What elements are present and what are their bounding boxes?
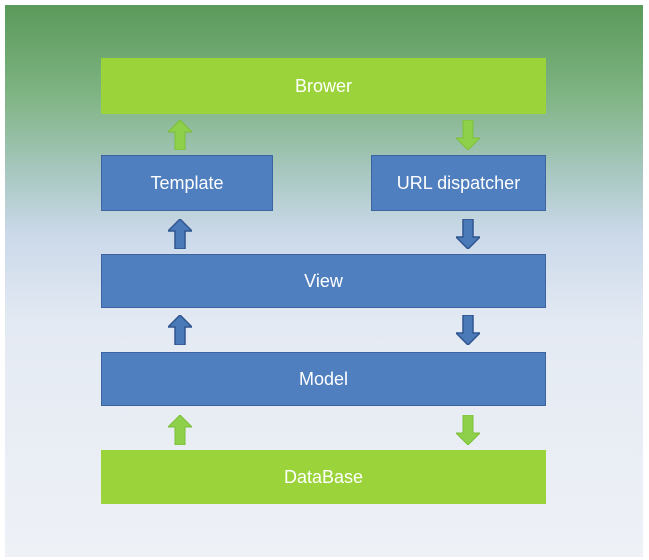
url-dispatcher-box: URL dispatcher	[371, 155, 546, 211]
diagram-canvas: Brower Template URL dispatcher View Mode…	[5, 5, 643, 557]
arrow-up-icon	[168, 315, 192, 345]
view-label: View	[304, 270, 343, 291]
template-label: Template	[150, 172, 224, 193]
browser-label: Brower	[294, 75, 352, 96]
template-box: Template	[101, 155, 273, 211]
view-box: View	[101, 254, 546, 308]
database-label: DataBase	[283, 466, 364, 487]
arrow-up-icon	[168, 120, 192, 150]
url-dispatcher-label: URL dispatcher	[396, 172, 521, 193]
arrow-down-icon	[456, 120, 480, 150]
arrow-down-icon	[456, 219, 480, 249]
arrow-down-icon	[456, 315, 480, 345]
model-box: Model	[101, 352, 546, 406]
browser-box: Brower	[101, 58, 546, 114]
database-box: DataBase	[101, 450, 546, 504]
model-label: Model	[298, 368, 349, 389]
arrow-up-icon	[168, 415, 192, 445]
arrow-down-icon	[456, 415, 480, 445]
arrow-up-icon	[168, 219, 192, 249]
